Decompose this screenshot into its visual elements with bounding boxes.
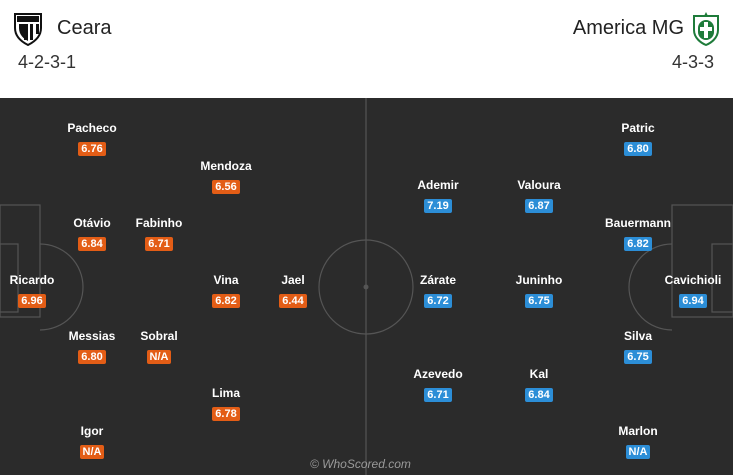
home-player-sobral[interactable]: Sobral N/A: [119, 329, 199, 365]
player-rating: 6.72: [424, 294, 452, 308]
player-rating: N/A: [625, 445, 651, 459]
away-player-patric[interactable]: Patric 6.80: [598, 121, 678, 157]
player-name: Sobral: [140, 329, 178, 343]
player-rating: 6.78: [212, 407, 240, 421]
player-rating: 6.71: [424, 388, 452, 402]
player-name: Fabinho: [135, 216, 183, 230]
player-name: Bauermann: [604, 216, 672, 230]
home-player-lima[interactable]: Lima 6.78: [186, 386, 266, 422]
player-name: Azevedo: [413, 367, 463, 381]
ceara-crest-icon: [14, 13, 42, 46]
player-rating: 6.76: [78, 142, 106, 156]
away-player-valoura[interactable]: Valoura 6.87: [499, 178, 579, 214]
home-formation: 4-2-3-1: [18, 52, 77, 72]
home-team-name[interactable]: Ceara: [57, 17, 112, 39]
home-player-mendoza[interactable]: Mendoza 6.56: [186, 159, 266, 195]
away-player-azevedo[interactable]: Azevedo 6.71: [398, 367, 478, 403]
player-rating: 6.82: [624, 237, 652, 251]
player-name: Juninho: [515, 273, 563, 287]
away-penalty-area: [671, 204, 733, 318]
player-name: Kal: [529, 367, 549, 381]
home-player-vina[interactable]: Vina 6.82: [186, 273, 266, 309]
player-name: Pacheco: [67, 121, 117, 135]
player-rating: 6.80: [78, 350, 106, 364]
player-rating: N/A: [146, 350, 172, 364]
player-rating: 6.71: [145, 237, 173, 251]
away-team-name[interactable]: America MG: [572, 17, 684, 39]
pitch-markings: [0, 98, 733, 475]
away-player-silva[interactable]: Silva 6.75: [598, 329, 678, 365]
home-player-pacheco[interactable]: Pacheco 6.76: [52, 121, 132, 157]
player-name: Marlon: [618, 424, 658, 438]
player-rating: 6.44: [279, 294, 307, 308]
center-spot: [363, 284, 369, 290]
home-player-jael[interactable]: Jael 6.44: [253, 273, 333, 309]
player-name: Cavichioli: [664, 273, 722, 287]
away-player-kal[interactable]: Kal 6.84: [499, 367, 579, 403]
home-player-fabinho[interactable]: Fabinho 6.71: [119, 216, 199, 252]
player-name: Patric: [621, 121, 655, 135]
player-name: Silva: [623, 329, 653, 343]
player-rating: 6.96: [18, 294, 46, 308]
home-penalty-arc: [39, 243, 84, 331]
player-rating: 6.75: [525, 294, 553, 308]
player-rating: 6.82: [212, 294, 240, 308]
player-rating: 6.87: [525, 199, 553, 213]
player-name: Jael: [281, 273, 305, 287]
away-player-cavichioli[interactable]: Cavichioli 6.94: [653, 273, 733, 309]
match-header: Ceara 4-2-3-1 America MG 4-3-3: [0, 0, 733, 98]
home-player-igor[interactable]: Igor N/A: [52, 424, 132, 460]
home-player-messias[interactable]: Messias 6.80: [52, 329, 132, 365]
player-rating: 6.84: [525, 388, 553, 402]
center-circle: [318, 239, 414, 335]
away-formation: 4-3-3: [671, 52, 714, 72]
player-name: Messias: [68, 329, 116, 343]
away-player-ademir[interactable]: Ademir 7.19: [398, 178, 478, 214]
player-rating: 6.94: [679, 294, 707, 308]
player-rating: 7.19: [424, 199, 452, 213]
away-player-juninho[interactable]: Juninho 6.75: [499, 273, 579, 309]
player-name: Igor: [80, 424, 104, 438]
player-rating: 6.56: [212, 180, 240, 194]
player-name: Ricardo: [9, 273, 55, 287]
player-name: Zárate: [419, 273, 457, 287]
pitch: [0, 98, 733, 475]
away-penalty-arc: [628, 243, 673, 331]
home-penalty-area: [0, 204, 41, 318]
home-goal-area: [0, 243, 19, 313]
player-rating: N/A: [79, 445, 105, 459]
player-name: Vina: [213, 273, 239, 287]
america-mg-crest-icon: [693, 12, 719, 46]
player-rating: 6.80: [624, 142, 652, 156]
whoscored-watermark: © WhoScored.com: [310, 457, 411, 471]
away-goal-area: [711, 243, 733, 313]
away-player-zarate[interactable]: Zárate 6.72: [398, 273, 478, 309]
player-name: Lima: [211, 386, 240, 400]
home-player-ricardo[interactable]: Ricardo 6.96: [0, 273, 72, 309]
home-player-otavio[interactable]: Otávio 6.84: [52, 216, 132, 252]
player-name: Otávio: [73, 216, 111, 230]
away-player-marlon[interactable]: Marlon N/A: [598, 424, 678, 460]
player-rating: 6.84: [78, 237, 106, 251]
player-name: Mendoza: [200, 159, 252, 173]
player-rating: 6.75: [624, 350, 652, 364]
player-name: Valoura: [517, 178, 561, 192]
away-player-bauermann[interactable]: Bauermann 6.82: [598, 216, 678, 252]
player-name: Ademir: [417, 178, 459, 192]
